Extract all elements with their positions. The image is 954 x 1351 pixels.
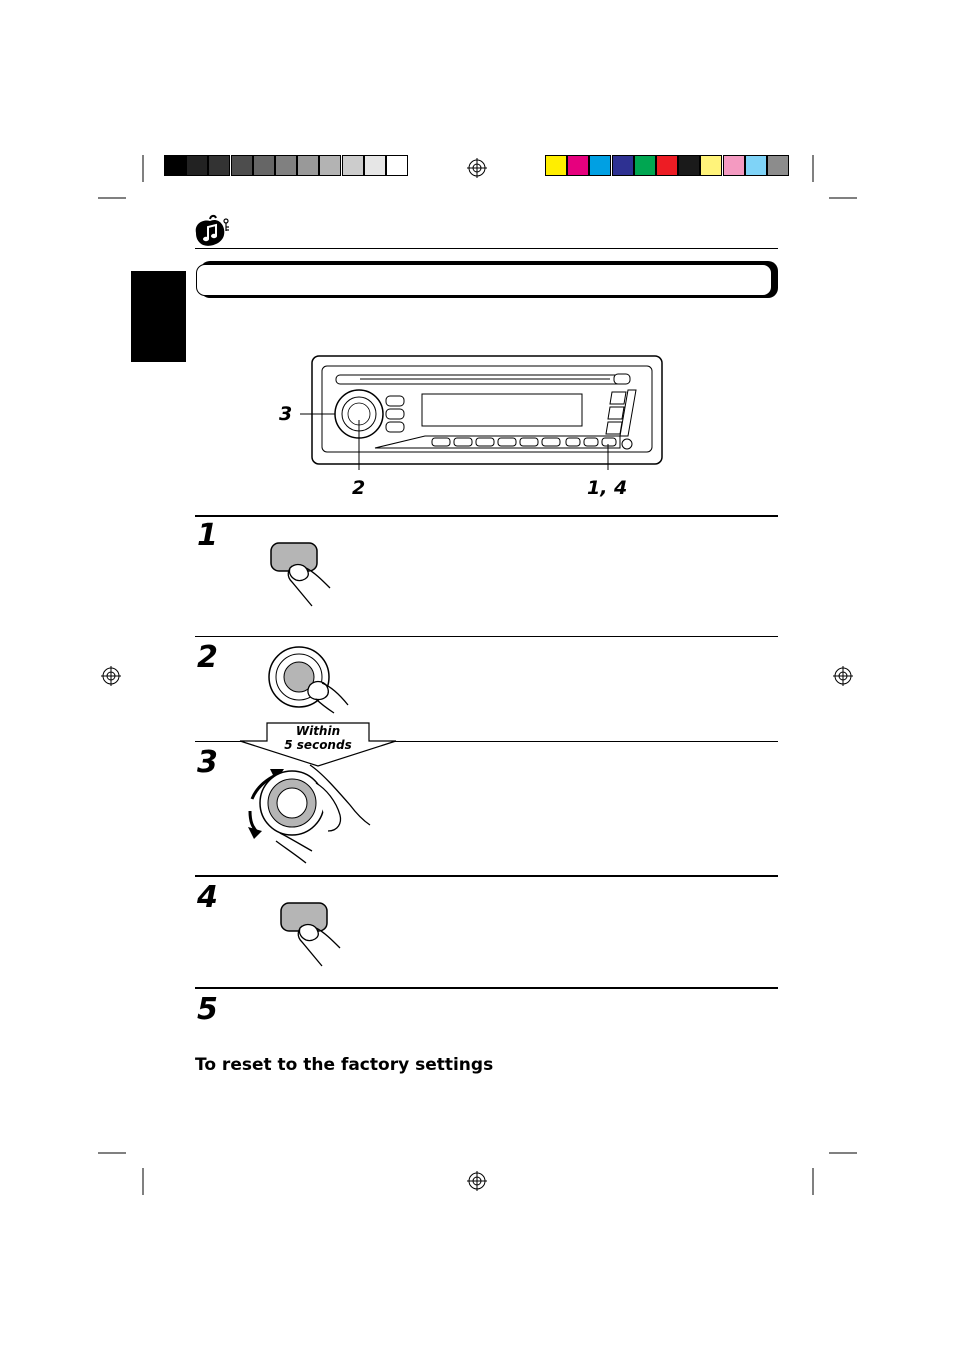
reset-heading: To reset to the factory settings (195, 1055, 494, 1075)
color-swatch (567, 155, 590, 176)
gray-swatch (230, 155, 253, 176)
gray-swatch (386, 155, 408, 176)
step-number-5: 5 (197, 992, 218, 1027)
color-swatch (611, 155, 634, 176)
within-arrow (239, 722, 397, 767)
callout-knob: 3 (279, 403, 293, 425)
button-press-icon-step4 (280, 902, 341, 967)
step-3-rule (195, 741, 778, 742)
step-number-3: 3 (197, 745, 218, 780)
registration-mark-bottom (467, 1171, 487, 1191)
display-window (421, 393, 583, 427)
knob-turn-icon (248, 764, 371, 864)
color-swatch (545, 155, 567, 176)
step-5-rule (195, 987, 778, 989)
knob-press-icon (268, 646, 349, 714)
gray-swatch (164, 155, 186, 176)
gray-swatch (341, 155, 364, 176)
callout-button: 1, 4 (587, 477, 628, 499)
step-number-1: 1 (197, 518, 218, 553)
step-1-rule (195, 515, 778, 517)
step-2-rule (195, 636, 778, 637)
color-swatch (633, 155, 656, 176)
gray-swatch (252, 155, 275, 176)
step-4-rule (195, 875, 778, 877)
step-number-2: 2 (197, 640, 218, 675)
timing-note-line1: Within (295, 724, 341, 738)
gray-swatch (297, 155, 320, 176)
color-swatch (589, 155, 612, 176)
target-button (601, 437, 617, 447)
color-swatch (678, 155, 701, 176)
registration-mark-right (833, 666, 853, 686)
header-rule (195, 248, 778, 249)
step-number-4: 4 (197, 880, 218, 915)
color-swatch (656, 155, 678, 176)
section-title-box (196, 264, 772, 296)
gray-swatch (275, 155, 297, 176)
callout-press: 2 (352, 477, 366, 499)
color-swatch (722, 155, 745, 176)
gray-swatch (208, 155, 231, 176)
color-swatch (744, 155, 767, 176)
gray-swatch (363, 155, 386, 176)
timing-note: Within 5 seconds (268, 724, 368, 752)
gray-swatch (319, 155, 342, 176)
timing-note-line2: 5 seconds (284, 738, 352, 752)
color-swatch (767, 155, 789, 176)
stereo-panel-diagram (300, 355, 663, 470)
color-swatch (700, 155, 723, 176)
registration-mark-left (101, 666, 121, 686)
gray-swatch (186, 155, 209, 176)
registration-mark-top (467, 158, 487, 178)
music-note-icon (195, 214, 229, 246)
side-tab (131, 271, 186, 362)
button-press-icon (270, 542, 331, 607)
